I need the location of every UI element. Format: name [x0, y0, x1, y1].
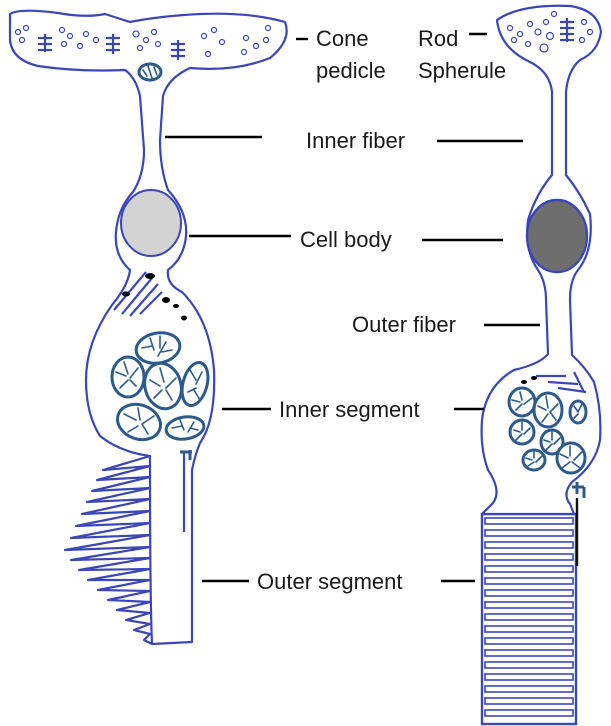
- label-rod-spherule-line2: Spherule: [418, 58, 506, 83]
- label-cone-pedicle-line2: pedicle: [316, 58, 386, 83]
- cone-mitochondria: [110, 331, 210, 442]
- mitochondrion: [110, 355, 146, 399]
- label-inner-segment: Inner segment: [279, 397, 420, 422]
- cone-cell: [8, 9, 288, 646]
- rod-connecting-cilium: [572, 482, 586, 566]
- label-outer-fiber: Outer fiber: [352, 312, 456, 337]
- leader-lines: [165, 32, 540, 583]
- cone-synaptic-ribbons: [38, 34, 185, 60]
- rod-mitochondria: [507, 386, 588, 475]
- rod-golgi: [521, 371, 587, 394]
- mitochondrion: [143, 361, 183, 411]
- label-cell-body: Cell body: [300, 227, 392, 252]
- mitochondrion: [555, 441, 587, 475]
- cone-cell-outline: [8, 9, 288, 646]
- rod-cell: [480, 4, 603, 726]
- labels: Cone pedicle Rod Spherule Inner fiber Ce…: [257, 26, 506, 594]
- label-inner-fiber: Inner fiber: [306, 128, 405, 153]
- mitochondrion: [180, 361, 210, 407]
- label-rod-spherule-line1: Rod: [418, 26, 458, 51]
- rod-nucleus: [525, 198, 589, 274]
- rod-synaptic-ribbon: [560, 18, 574, 42]
- cone-nucleus: [120, 189, 182, 257]
- mitochondrion: [508, 418, 536, 446]
- mitochondrion: [532, 391, 564, 429]
- rod-synaptic-vesicles: [506, 10, 594, 53]
- mitochondrion: [134, 331, 182, 365]
- rod-outer-segment: [480, 512, 578, 726]
- cone-outer-segment: [63, 454, 154, 646]
- mitochondrion: [116, 402, 162, 442]
- cone-golgi: [113, 271, 187, 321]
- mitochondrion: [164, 415, 206, 441]
- mitochondrion: [521, 448, 547, 472]
- mitochondrion: [568, 399, 588, 425]
- cone-connecting-cilium: [180, 450, 192, 532]
- cone-synaptic-vesicles: [14, 24, 272, 58]
- rod-discs: [484, 517, 574, 717]
- label-outer-segment: Outer segment: [257, 569, 403, 594]
- mitochondrion: [507, 386, 537, 418]
- mitochondrion: [539, 428, 565, 456]
- label-cone-pedicle-line1: Cone: [316, 26, 369, 51]
- cone-pedicle-mitochondrion: [137, 62, 163, 82]
